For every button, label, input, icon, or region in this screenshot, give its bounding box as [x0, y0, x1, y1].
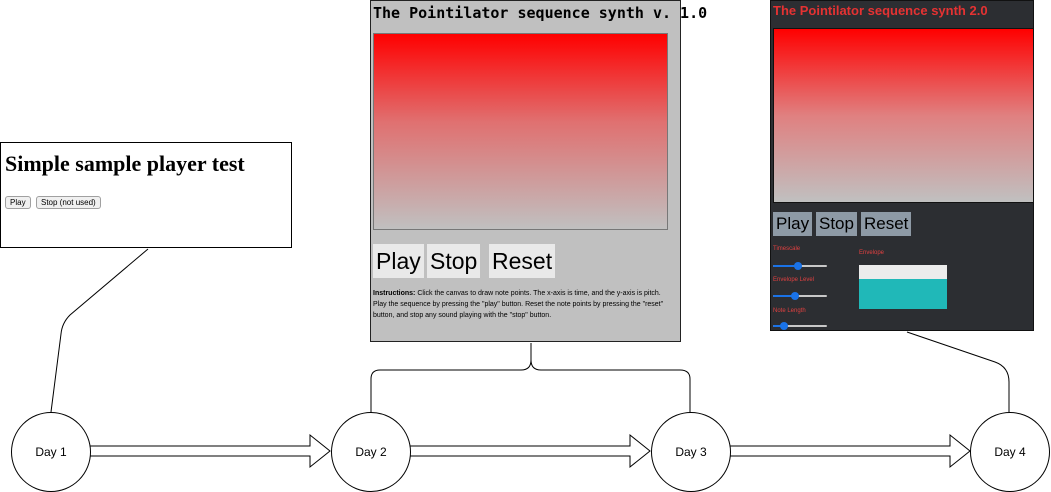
- envelope-level-label: Envelope Level: [773, 277, 815, 283]
- instructions-lead: Instructions:: [373, 290, 416, 297]
- note-length-label: Note Length: [773, 308, 806, 314]
- link-panel1-day1: [50, 248, 149, 413]
- synth-v1-screenshot: The Pointilator sequence synth v. 1.0 Pl…: [370, 0, 707, 342]
- arrow-day2-day3: [409, 433, 651, 469]
- page-heading: Simple sample player test: [5, 151, 245, 176]
- timescale-slider[interactable]: [773, 260, 827, 271]
- arrow-day3-day4: [729, 433, 971, 469]
- reset-button[interactable]: Reset: [489, 244, 556, 278]
- app-title: The Pointilator sequence synth v. 1.0: [373, 4, 708, 22]
- envelope-canvas[interactable]: [859, 265, 947, 309]
- play-button[interactable]: Play: [773, 212, 813, 236]
- envelope-label: Envelope: [859, 250, 885, 256]
- day-1-node: Day 1: [11, 412, 91, 492]
- note-canvas[interactable]: [773, 28, 1034, 203]
- stop-button[interactable]: Stop: [816, 212, 857, 236]
- play-button[interactable]: Play: [5, 196, 31, 209]
- slider-thumb[interactable]: [779, 322, 788, 330]
- instructions-body: Click the canvas to draw note points. Th…: [373, 290, 664, 319]
- synth-v2-screenshot: The Pointilator sequence synth 2.0 Play …: [770, 0, 1034, 331]
- instructions-text: Instructions: Click the canvas to draw n…: [373, 288, 665, 321]
- simple-player-screenshot: Simple sample player test Play Stop (not…: [0, 142, 292, 248]
- stop-button[interactable]: Stop: [427, 244, 481, 278]
- day-2-node: Day 2: [331, 412, 411, 492]
- reset-button[interactable]: Reset: [861, 212, 912, 236]
- slider-thumb[interactable]: [791, 292, 800, 300]
- bracket-panel2-days: [370, 343, 691, 412]
- stop-button[interactable]: Stop (not used): [36, 196, 101, 209]
- play-button[interactable]: Play: [373, 244, 424, 278]
- slider-thumb[interactable]: [793, 262, 802, 270]
- timescale-label: Timescale: [773, 246, 801, 252]
- note-length-slider[interactable]: [773, 320, 827, 331]
- app-title: The Pointilator sequence synth 2.0: [773, 3, 988, 18]
- note-canvas[interactable]: [373, 33, 668, 230]
- day-3-node: Day 3: [651, 412, 731, 492]
- link-panel3-day4: [906, 331, 1010, 412]
- envelope-level-slider[interactable]: [773, 290, 827, 301]
- arrow-day1-day2: [89, 433, 331, 469]
- day-4-node: Day 4: [970, 412, 1050, 492]
